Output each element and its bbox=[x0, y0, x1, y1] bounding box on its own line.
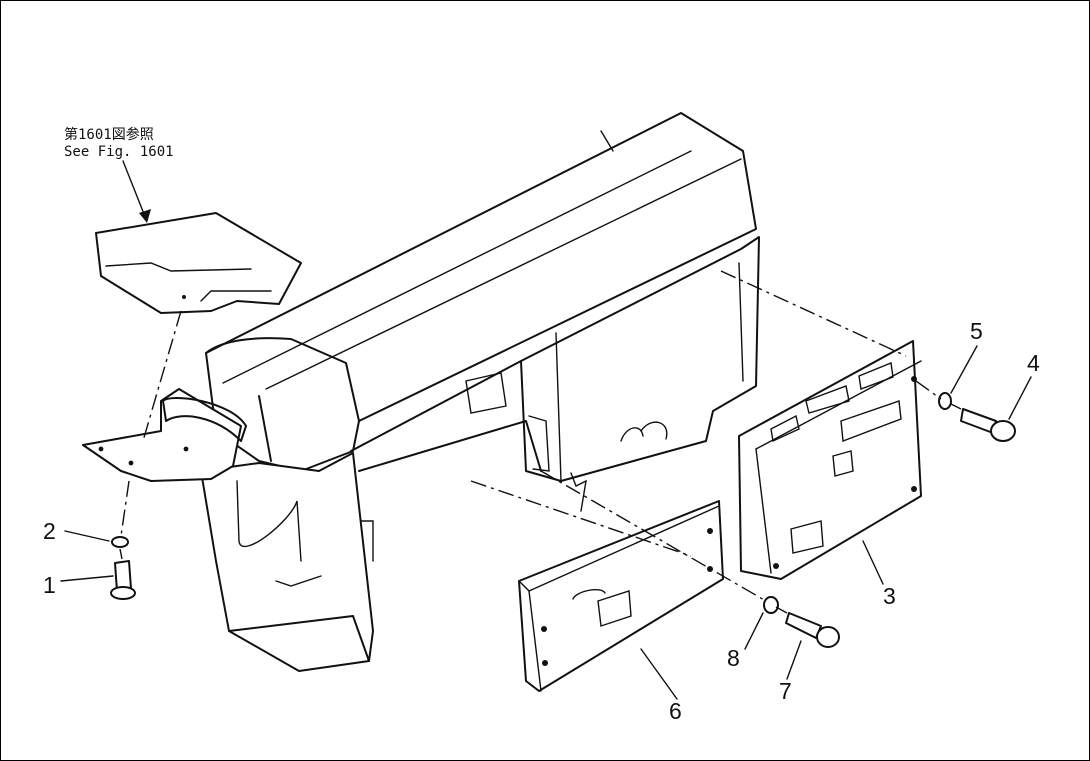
callout-3: 3 bbox=[883, 583, 896, 609]
washer-2 bbox=[111, 536, 129, 548]
callout-2: 2 bbox=[43, 518, 56, 544]
leader-lines bbox=[60, 160, 1032, 700]
callout-1: 1 bbox=[43, 572, 56, 598]
assembly-lines bbox=[119, 270, 962, 614]
main-housing bbox=[200, 112, 760, 672]
washer-8 bbox=[763, 596, 779, 614]
washer-5 bbox=[938, 392, 952, 410]
bolt-1 bbox=[110, 560, 136, 600]
controller-6 bbox=[518, 500, 724, 692]
callout-6: 6 bbox=[669, 698, 682, 724]
bolt-4 bbox=[960, 408, 1016, 442]
reference-jp: 第1601図参照 bbox=[64, 126, 154, 143]
callout-4: 4 bbox=[1027, 350, 1040, 376]
callout-7: 7 bbox=[779, 678, 792, 704]
bracket bbox=[82, 388, 247, 482]
top-cover bbox=[95, 212, 302, 314]
callout-5: 5 bbox=[970, 318, 983, 344]
reference-en: See Fig. 1601 bbox=[64, 144, 174, 160]
bolt-7 bbox=[785, 612, 840, 648]
controller-3 bbox=[738, 340, 922, 580]
callout-8: 8 bbox=[727, 645, 740, 671]
